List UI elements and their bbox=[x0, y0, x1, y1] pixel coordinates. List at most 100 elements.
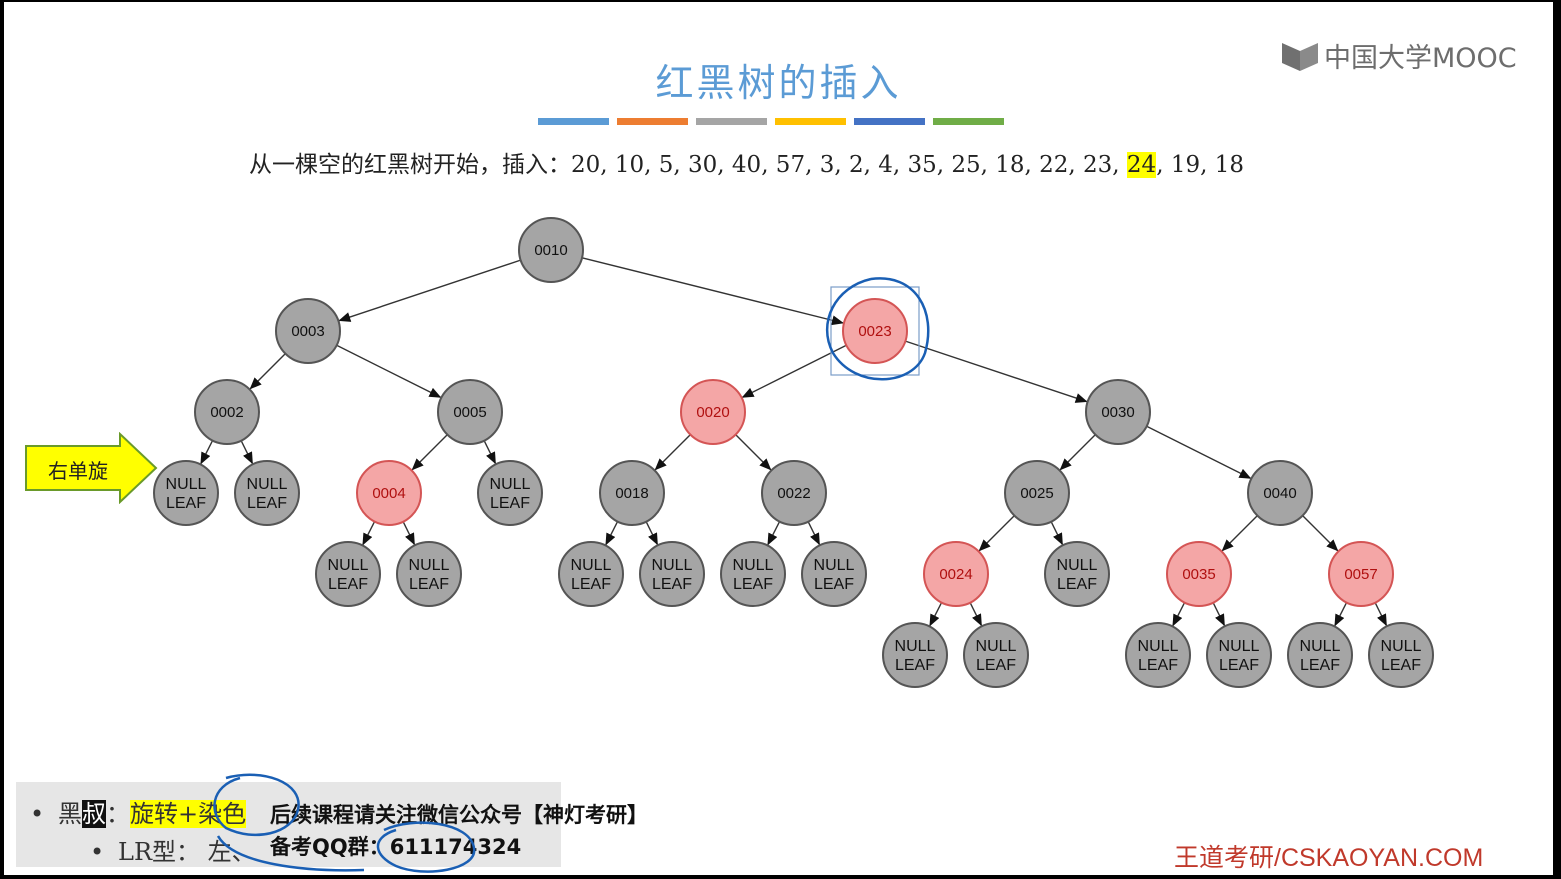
node-label: NULL bbox=[571, 557, 612, 574]
node-label: 0040 bbox=[1263, 485, 1296, 502]
color-bar bbox=[933, 118, 1004, 125]
tree-edge bbox=[200, 440, 214, 465]
tree-edge bbox=[605, 521, 619, 546]
tree-edge bbox=[807, 521, 821, 546]
tree-node-0004: 0004 bbox=[356, 460, 422, 526]
node-label: NULL bbox=[1057, 557, 1098, 574]
null-leaf-node: NULL LEAF bbox=[639, 541, 705, 607]
pen-circle-node bbox=[825, 277, 930, 381]
node-label: NULL bbox=[490, 476, 531, 493]
color-bar bbox=[854, 118, 925, 125]
node-label: 0002 bbox=[210, 404, 243, 421]
color-bar bbox=[775, 118, 846, 125]
node-circle bbox=[315, 541, 381, 607]
tree-edge bbox=[1059, 434, 1096, 471]
tree-edge bbox=[338, 259, 521, 322]
node-circle bbox=[477, 460, 543, 526]
rule-line-2: •LR型： 左、 bbox=[90, 832, 256, 867]
node-label: NULL bbox=[976, 638, 1017, 655]
tree-edge bbox=[735, 434, 772, 471]
node-label: 0035 bbox=[1182, 566, 1215, 583]
node-label: NULL bbox=[1219, 638, 1260, 655]
node-circle bbox=[599, 460, 665, 526]
tree-node-0057: 0057 bbox=[1328, 541, 1394, 607]
promo-notice: 后续课程请关注微信公众号【神灯考研】 备考QQ群：611174324 bbox=[270, 799, 648, 863]
node-label: NULL bbox=[1300, 638, 1341, 655]
tree-edge bbox=[1050, 521, 1064, 546]
null-leaf-node: NULL LEAF bbox=[234, 460, 300, 526]
node-label: LEAF bbox=[814, 576, 854, 593]
selection-box bbox=[830, 286, 920, 376]
node-label: 0030 bbox=[1101, 404, 1134, 421]
node-circle bbox=[842, 298, 908, 364]
tree-edge bbox=[654, 434, 691, 471]
sequence-prefix: 从一棵空的红黑树开始，插入： bbox=[249, 152, 571, 178]
node-label: LEAF bbox=[166, 495, 206, 512]
bullet-dot: • bbox=[30, 800, 45, 828]
node-circle bbox=[680, 379, 746, 445]
node-label: LEAF bbox=[652, 576, 692, 593]
node-label: 0005 bbox=[453, 404, 486, 421]
tree-edge bbox=[741, 344, 847, 398]
node-circle bbox=[396, 541, 462, 607]
node-circle bbox=[1206, 622, 1272, 688]
node-label: NULL bbox=[652, 557, 693, 574]
node-label: NULL bbox=[1138, 638, 1179, 655]
slide: 红黑树的插入 中国大学MOOC 从一棵空的红黑树开始，插入：20, 10, 5,… bbox=[4, 2, 1553, 875]
node-label: NULL bbox=[247, 476, 288, 493]
tree-node-0003: 0003 bbox=[275, 298, 341, 364]
node-label: LEAF bbox=[1300, 657, 1340, 674]
node-label: NULL bbox=[814, 557, 855, 574]
node-circle bbox=[1166, 541, 1232, 607]
tree-node-0030: 0030 bbox=[1085, 379, 1151, 445]
node-circle bbox=[1287, 622, 1353, 688]
node-label: 0023 bbox=[858, 323, 891, 340]
node-label: LEAF bbox=[409, 576, 449, 593]
tree-edge bbox=[1212, 602, 1226, 627]
node-label: 0004 bbox=[372, 485, 405, 502]
tree-node-0023: 0023 bbox=[842, 298, 908, 364]
node-label: LEAF bbox=[247, 495, 287, 512]
node-circle bbox=[639, 541, 705, 607]
tree-edge bbox=[1302, 515, 1339, 552]
tree-edge bbox=[1221, 515, 1258, 552]
node-circle bbox=[1328, 541, 1394, 607]
node-label: 0022 bbox=[777, 485, 810, 502]
null-leaf-node: NULL LEAF bbox=[396, 541, 462, 607]
brand-text: 中国大学MOOC bbox=[1324, 43, 1517, 74]
promo-line-1: 后续课程请关注微信公众号【神灯考研】 bbox=[270, 803, 648, 827]
tree-node-0018: 0018 bbox=[599, 460, 665, 526]
tree-edge bbox=[929, 602, 943, 627]
tree-edge bbox=[240, 440, 254, 465]
node-label: NULL bbox=[409, 557, 450, 574]
rotation-arrow-icon bbox=[25, 432, 158, 504]
tree-edge bbox=[1374, 602, 1388, 627]
sequence-before: 20, 10, 5, 30, 40, 57, 3, 2, 4, 35, 25, … bbox=[571, 152, 1127, 178]
tree-edge bbox=[483, 440, 497, 465]
node-label: NULL bbox=[733, 557, 774, 574]
rule-uncle: 叔 bbox=[82, 800, 106, 828]
node-circle bbox=[558, 541, 624, 607]
node-label: 0010 bbox=[534, 242, 567, 259]
tree-edge bbox=[336, 344, 442, 398]
node-circle bbox=[720, 541, 786, 607]
color-bar bbox=[538, 118, 609, 125]
sequence-after: , 19, 18 bbox=[1156, 152, 1244, 178]
rule-line-1: •黑叔：旋转+染色 bbox=[30, 794, 247, 829]
node-circle bbox=[963, 622, 1029, 688]
node-circle bbox=[518, 217, 584, 283]
mooc-brand: 中国大学MOOC bbox=[1280, 36, 1517, 75]
node-label: NULL bbox=[166, 476, 207, 493]
tree-node-0005: 0005 bbox=[437, 379, 503, 445]
mooc-logo-icon bbox=[1282, 42, 1318, 71]
node-label: 0057 bbox=[1344, 566, 1377, 583]
tree-edge bbox=[249, 353, 286, 390]
node-circle bbox=[234, 460, 300, 526]
